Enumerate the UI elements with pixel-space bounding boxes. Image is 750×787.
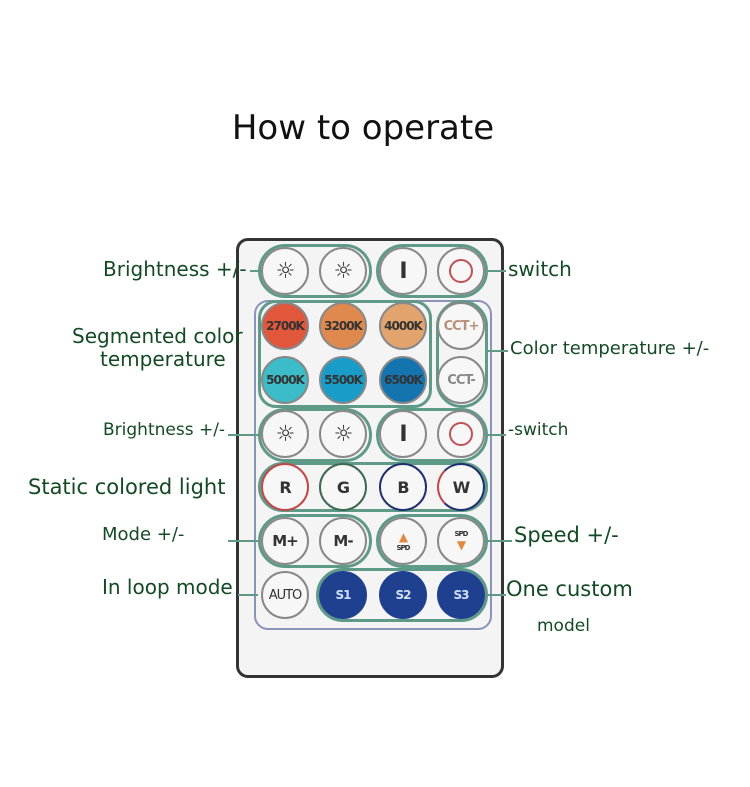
green-button[interactable]: G (319, 463, 367, 511)
label-brightness: Brightness +/- (103, 257, 247, 281)
scene-s1-button[interactable]: S1 (319, 571, 367, 619)
scene-s2-button[interactable]: S2 (379, 571, 427, 619)
label-color-temperature: Color temperature +/- (510, 338, 710, 359)
sun-minus-icon: ☼ (333, 421, 354, 447)
cct-6500k-button[interactable]: 6500K (379, 356, 427, 404)
cct-adjust-group-outline (436, 300, 488, 408)
label-loop-mode: In loop mode (102, 575, 233, 599)
page-title: How to operate (231, 108, 495, 148)
leader-line (488, 434, 506, 436)
power-off-button[interactable] (437, 247, 485, 295)
leader-line (488, 350, 508, 352)
label-one-custom: One custom (506, 577, 633, 601)
mode-group-outline (258, 514, 372, 568)
cct-preset-group-outline (258, 300, 432, 408)
speed-up-button[interactable]: ▲SPD (379, 517, 427, 565)
leader-line (228, 540, 258, 542)
leader-line (228, 434, 258, 436)
auto-button[interactable]: AUTO (261, 571, 309, 619)
brightness-up-button[interactable]: ☼ (261, 247, 309, 295)
cct-4000k-button[interactable]: 4000K (379, 302, 427, 350)
brightness-down-button-2[interactable]: ☼ (319, 410, 367, 458)
cct-minus-button[interactable]: CCT- (437, 356, 485, 404)
cct-5000k-button[interactable]: 5000K (261, 356, 309, 404)
white-button[interactable]: W (437, 463, 485, 511)
speed-down-arrow-icon: ▼ (456, 538, 466, 552)
speed-down-button[interactable]: SPD▼ (437, 517, 485, 565)
power-on-button-2[interactable]: I (379, 410, 427, 458)
label-switch: switch (508, 257, 572, 281)
mode-minus-button[interactable]: M- (319, 517, 367, 565)
power-on-button[interactable]: I (379, 247, 427, 295)
blue-button[interactable]: B (379, 463, 427, 511)
brightness-down-button[interactable]: ☼ (319, 247, 367, 295)
speed-group-outline (376, 514, 488, 568)
cct-5500k-button[interactable]: 5500K (319, 356, 367, 404)
label-model: model (537, 616, 590, 636)
label-static-colored-light: Static colored light (28, 475, 226, 499)
switch-group-outline (376, 244, 488, 298)
scene-s3-button[interactable]: S3 (437, 571, 485, 619)
sun-minus-icon: ☼ (333, 258, 354, 284)
leader-line (488, 540, 512, 542)
leader-line (238, 594, 258, 596)
speed-up-arrow-icon: ▲ (398, 530, 408, 544)
label-speed: Speed +/- (514, 523, 619, 547)
brightness-group-outline-2 (258, 408, 372, 462)
scene-group-outline (316, 568, 488, 622)
mode-plus-button[interactable]: M+ (261, 517, 309, 565)
power-off-button-2[interactable] (437, 410, 485, 458)
switch-group-outline-2 (376, 408, 488, 462)
red-button[interactable]: R (261, 463, 309, 511)
leader-line (488, 594, 506, 596)
leader-line (250, 270, 260, 272)
sun-plus-icon: ☼ (275, 258, 296, 284)
leader-line (488, 270, 506, 272)
circle-off-icon (449, 422, 473, 446)
label-mode: Mode +/- (102, 524, 185, 545)
label-brightness-2: Brightness +/- (103, 420, 226, 440)
cct-plus-button[interactable]: CCT+ (437, 302, 485, 350)
brightness-up-button-2[interactable]: ☼ (261, 410, 309, 458)
sun-plus-icon: ☼ (275, 421, 296, 447)
circle-off-icon (449, 259, 473, 283)
label-temperature: temperature (100, 347, 226, 371)
label-switch-2: -switch (508, 420, 569, 440)
color-group-outline (258, 462, 488, 512)
cct-3200k-button[interactable]: 3200K (319, 302, 367, 350)
cct-2700k-button[interactable]: 2700K (261, 302, 309, 350)
label-segmented-color: Segmented color (72, 324, 243, 348)
